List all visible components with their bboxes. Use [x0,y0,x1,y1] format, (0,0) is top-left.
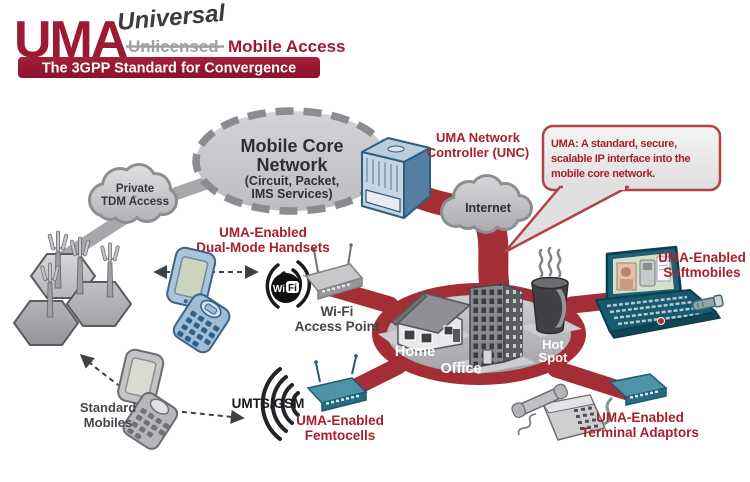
unc-label-line2: Controller (UNC) [427,145,530,160]
femtocell-icon [306,354,368,412]
coffee-cup-icon [531,276,569,335]
tdm-label-line2: TDM Access [101,196,169,208]
dashed-arrow-to-towers [79,354,129,393]
private-tdm-cloud: Private TDM Access [88,163,178,224]
terminal-adaptor-group [511,373,668,441]
premises-hub: Home Office Hot Spot [372,246,586,385]
steam-icon [538,246,562,279]
terminal-adaptors-label-line1: UMA-Enabled [596,410,684,425]
cellular-coverage-cells [12,230,133,346]
usb-dongle-icon [691,294,724,311]
unc-label-line1: UMA Network [436,130,521,145]
office-building-icon [467,282,525,369]
hexagon-cell [12,300,80,346]
callout-box [541,124,722,192]
wifi-ap-label-line2: Access Point [295,319,380,334]
adaptor-cable [603,396,614,426]
softmobile-screen-content [616,256,671,291]
access-point-icon [304,243,364,301]
wifi-logo-icon: Wi Fi ™ [271,273,308,303]
dualmode-label-line2: Dual-Mode Handsets [196,240,330,255]
house-icon [390,291,472,353]
callout-line1: UMA: A standard, secure, [551,138,677,150]
home-label: Home [395,344,435,360]
callout-line3: mobile core network. [551,168,655,180]
laptop-icon [595,245,724,339]
terminal-adaptors-label-line2: Terminal Adaptors [581,425,699,440]
umts-gsm-label: UMTS/GSM [232,396,305,411]
desk-phone-icon [511,383,607,441]
softmobiles-label-line1: UMA-Enabled [658,250,746,265]
phone-handset [511,383,569,419]
standard-mobiles-label-line2: Mobiles [84,415,132,430]
wifi-logo-fi: Fi [288,283,297,294]
logo-tagline-mobile-access: Mobile Access [228,37,345,56]
banner [18,57,320,78]
hotspot-label-line1: Hot [542,337,564,352]
standard-mobiles-label-line1: Standard [80,400,136,415]
uma-callout: UMA: A standard, secure, scalable IP int… [503,124,722,254]
wifi-ap-label-line1: Wi-Fi [321,304,354,319]
mobile-core-network-cloud: Mobile Core Network (Circuit, Packet, IM… [192,107,392,215]
wifi-logo-tm: ™ [302,274,308,281]
wifi-logo-wi: Wi [273,284,285,295]
core-label-line2: Network [256,155,328,175]
hotspot-label-line2: Spot [539,350,569,365]
uma-logo: UMA Universal Unlicensed Mobile Access T… [14,0,345,78]
core-label-line3: (Circuit, Packet, [245,174,339,188]
core-label-line4: IMS Services) [251,187,332,201]
tdm-label-line1: Private [116,183,154,195]
femtocells-label-line2: Femtocells [305,428,376,443]
banner-text: The 3GPP Standard for Convergence [42,61,296,77]
phone-cord [517,413,537,436]
office-label: Office [440,361,481,377]
unc-server-icon [361,137,431,219]
core-label-line1: Mobile Core [240,136,343,156]
internet-label: Internet [465,201,512,215]
callout-tail-patch [563,184,625,190]
dualmode-label-line1: UMA-Enabled [219,225,307,240]
internet-cloud: Internet [440,174,533,234]
standard-phone-icon [117,348,179,450]
wifi-access-point-group: Wi Fi ™ Wi-Fi Access Point [265,243,380,334]
callout-line2: scalable IP interface into the [551,153,691,165]
logo-tagline-universal: Universal [116,0,227,36]
terminal-adaptor-icon [608,373,668,406]
umts-gsm-signal-icon [260,367,300,441]
dual-mode-phone-icon [166,246,231,354]
femtocells-label-line1: UMA-Enabled [296,413,384,428]
trackpoint [657,317,665,325]
softmobiles-label-line2: Softmobiles [663,265,740,280]
